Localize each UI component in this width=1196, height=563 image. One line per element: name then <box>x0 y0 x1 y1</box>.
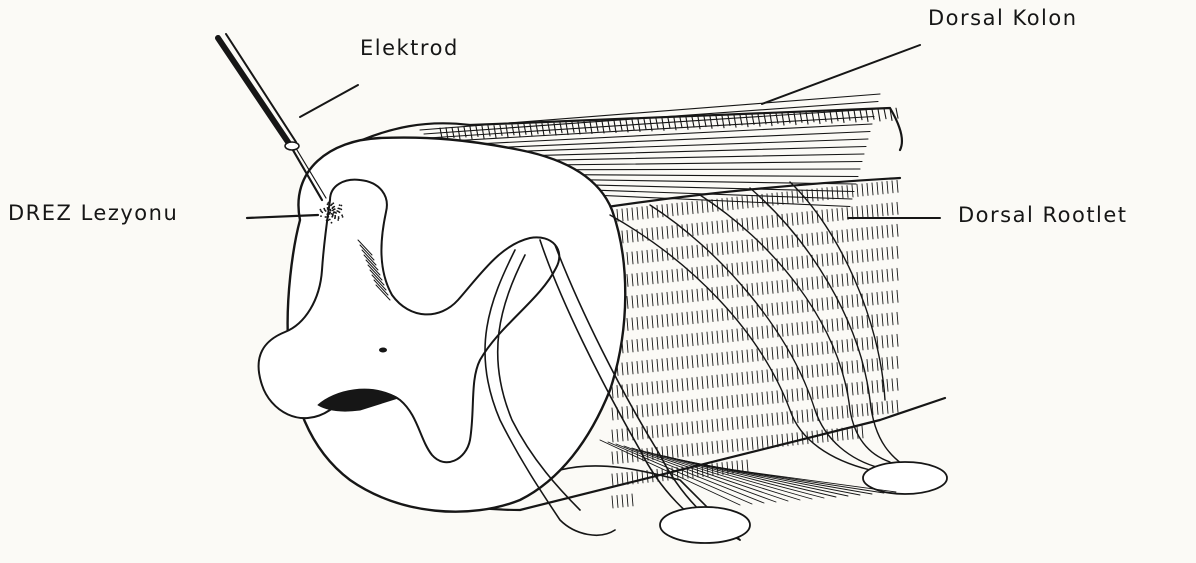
dorsal-rootlets <box>610 182 920 475</box>
electrode-leader <box>300 85 358 117</box>
ganglion-left <box>660 507 750 543</box>
drez-lesion-label: DREZ Lezyonu <box>8 201 178 225</box>
central-canal <box>379 348 387 353</box>
dorsal-rootlet-label: Dorsal Rootlet <box>958 203 1128 227</box>
electrode-label: Elektrod <box>360 36 459 60</box>
dorsal-column-leader <box>762 45 920 104</box>
dorsal-column-label: Dorsal Kolon <box>928 6 1078 30</box>
